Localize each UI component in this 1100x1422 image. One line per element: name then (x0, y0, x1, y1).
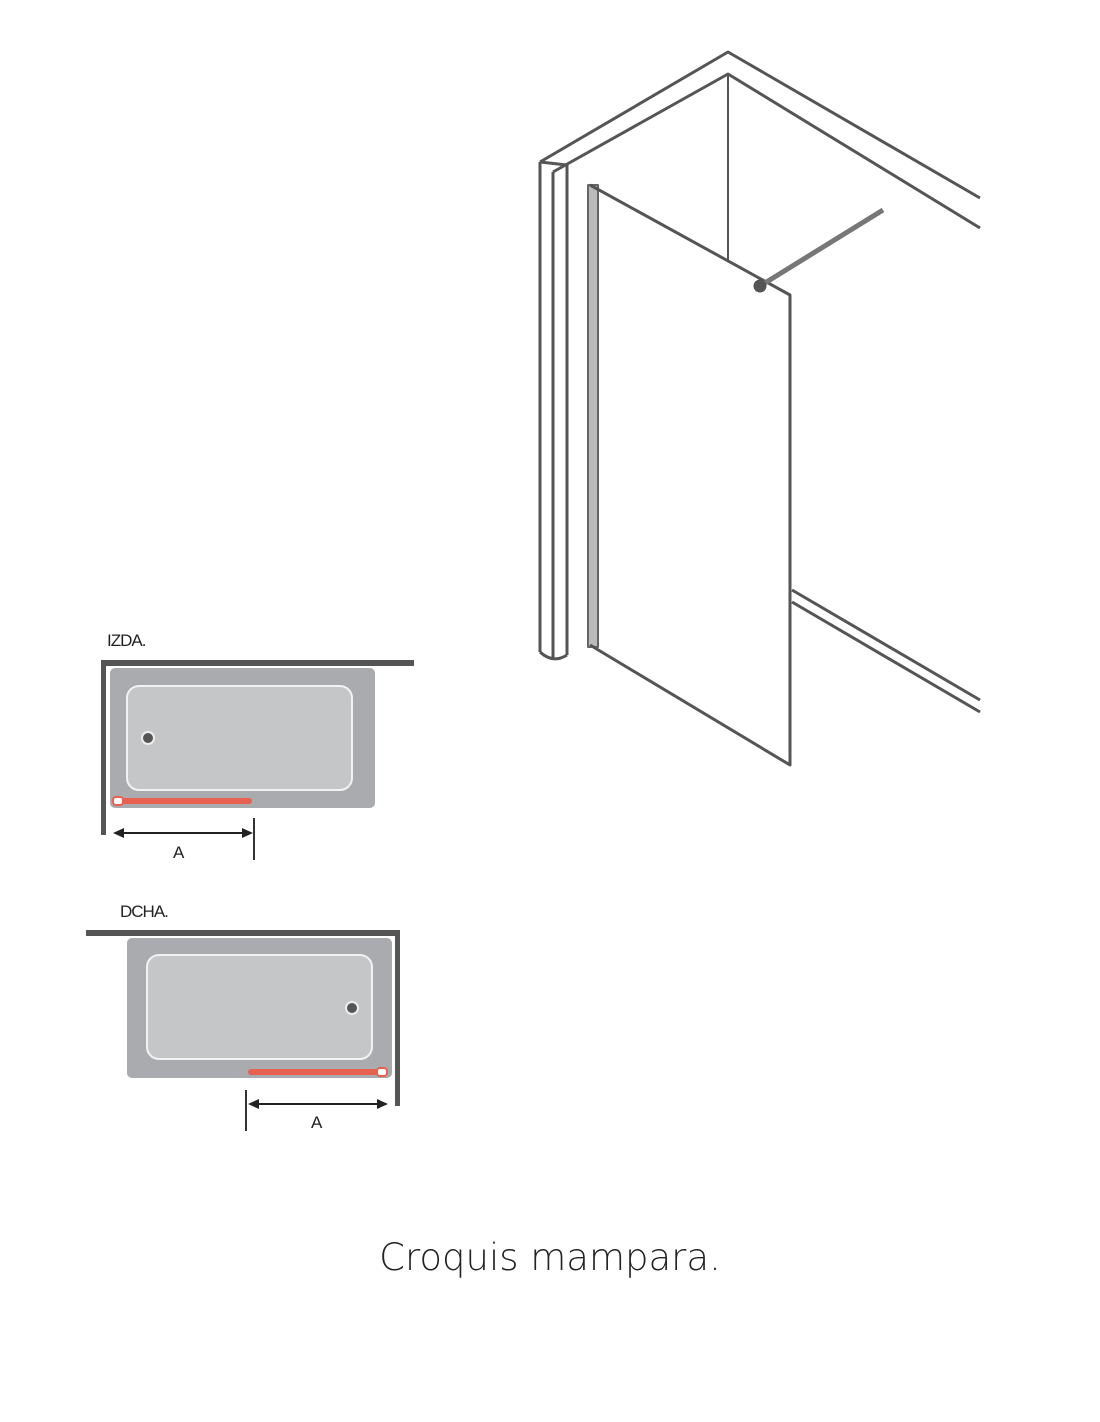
drain-icon (141, 731, 155, 745)
ceiling-beam-inner (552, 72, 981, 230)
wall-side (101, 660, 106, 835)
arrow-right (377, 1099, 388, 1109)
dimension-label: A (311, 1113, 323, 1132)
screen-hinge (376, 1067, 388, 1077)
plan-right: DCHA. A (86, 902, 400, 1132)
arrow-left (113, 828, 124, 838)
tub-inner (126, 685, 353, 791)
floor-line-1 (791, 588, 981, 702)
floor-line-2 (791, 600, 981, 714)
screen-bar (248, 1069, 387, 1075)
wall-side (395, 930, 400, 1106)
drain-icon (345, 1001, 359, 1015)
plan-left: IZDA. A (101, 631, 414, 862)
glass-profile (587, 184, 599, 648)
tub-inner (146, 954, 373, 1060)
screen-hinge (112, 796, 124, 806)
isometric-view (538, 50, 981, 767)
glass-panel (589, 183, 792, 767)
ceiling-beam-outer (539, 50, 981, 200)
arrow-left (248, 1099, 259, 1109)
dimension-label: A (173, 843, 185, 862)
label-izda: IZDA. (107, 631, 146, 650)
post-top (539, 160, 568, 167)
screen-bar (113, 798, 252, 804)
wall-top (101, 660, 414, 666)
caption: Croquis mampara. (379, 1236, 721, 1279)
post-bottom (538, 650, 568, 661)
arrow-right (242, 828, 253, 838)
label-dcha: DCHA. (120, 902, 168, 921)
wall-top (86, 930, 400, 936)
support-bar (758, 207, 885, 289)
bar-fixing (753, 279, 767, 293)
